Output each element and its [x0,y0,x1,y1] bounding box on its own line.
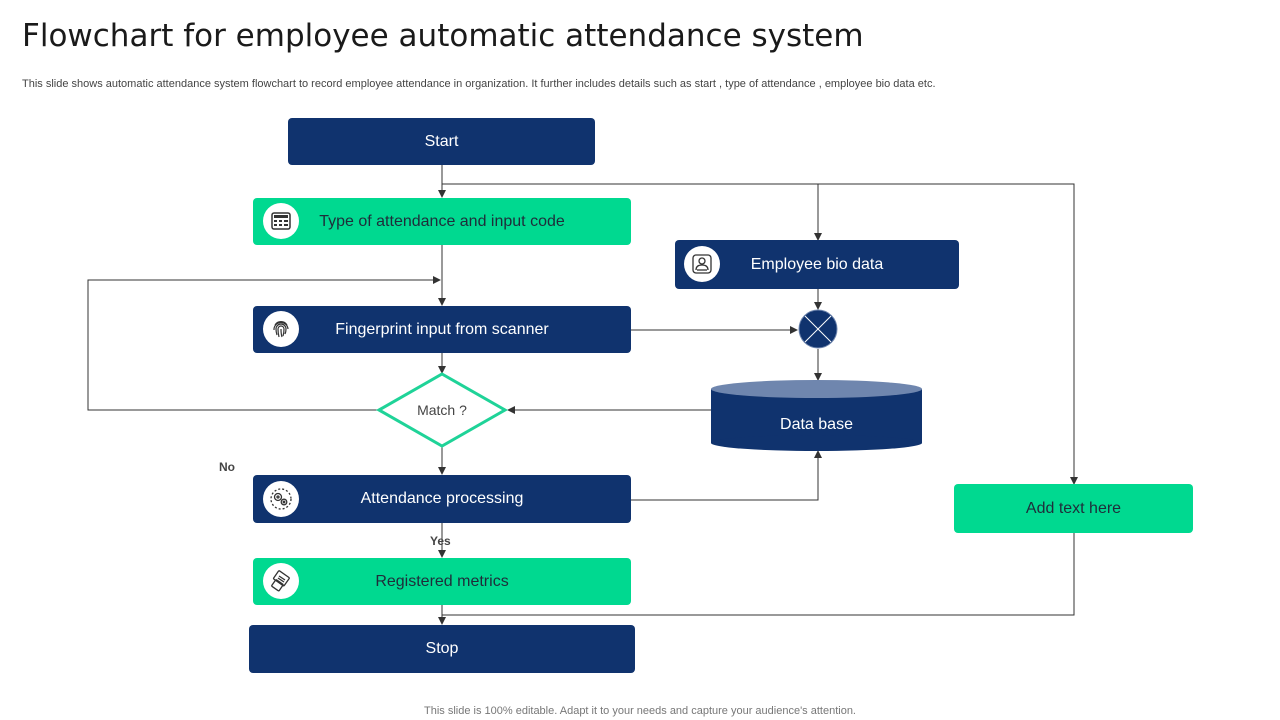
edge-start-branch [442,183,1078,485]
x-circle-icon [798,309,838,349]
keypad-icon [263,203,299,239]
page-footer: This slide is 100% editable. Adapt it to… [424,705,856,717]
fingerprint-scanner-icon [263,563,299,599]
edge-label-no: No [219,460,235,474]
edge-no-loop [87,276,441,411]
employee-bio-data-node[interactable]: Employee bio data [675,240,959,289]
start-node[interactable]: Start [288,118,595,165]
fingerprint-label: Fingerprint input from scanner [335,320,549,338]
edge-processing-to-db [631,450,822,501]
person-id-icon [684,246,720,282]
edge-label-yes: Yes [430,534,451,548]
gears-icon [263,481,299,517]
fingerprint-node[interactable]: Fingerprint input from scanner [253,306,631,353]
page-title: Flowchart for employee automatic attenda… [22,18,864,54]
page-subtitle: This slide shows automatic attendance sy… [22,78,936,90]
add-text-label: Add text here [1025,499,1122,517]
fingerprint-icon [263,311,299,347]
stop-node[interactable]: Stop [249,625,635,673]
database-cylinder [711,380,922,451]
match-diamond [375,372,509,448]
registered-metrics-node[interactable]: Registered metrics [253,558,631,605]
registered-metrics-label: Registered metrics [375,572,509,590]
stop-label: Stop [425,640,459,657]
start-label: Start [424,132,459,150]
attendance-type-node[interactable]: Type of attendance and input code [253,198,631,245]
match-label: Match ? [417,402,467,418]
employee-bio-data-label: Employee bio data [750,255,884,273]
attendance-type-label: Type of attendance and input code [319,212,565,230]
database-label: Data base [780,416,853,433]
attendance-processing-node[interactable]: Attendance processing [253,475,631,523]
add-text-node[interactable]: Add text here [954,484,1193,533]
attendance-processing-label: Attendance processing [360,490,524,507]
